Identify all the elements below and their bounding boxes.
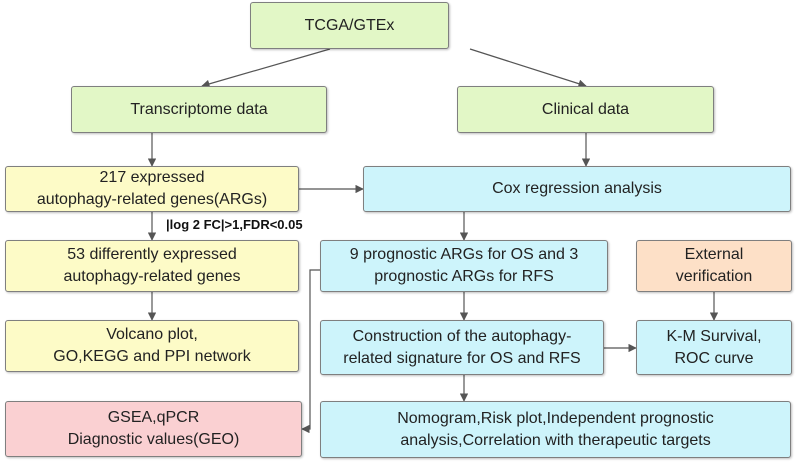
edge-label-threshold: |log 2 FC|>1,FDR<0.05 (166, 217, 303, 232)
node-gsea-line-1: GSEA,qPCR (107, 409, 200, 426)
edge-tcga-clinical (469, 48, 587, 88)
node-signature-line-1: Construction of the autophagy- (352, 327, 572, 345)
node-external-verification: External verification (636, 240, 792, 292)
node-gsea-qpcr: GSEA,qPCR Diagnostic values(GEO) (5, 401, 302, 457)
node-transcriptome-data: Transcriptome data (71, 86, 327, 133)
node-external-line-2: verification (675, 268, 753, 285)
node-transcriptome-line-1: Transcriptome data (130, 100, 268, 118)
node-external-line-1: External (684, 246, 744, 263)
node-217-args-line-2: autophagy-related genes(ARGs) (36, 191, 268, 208)
node-53-degs-line-2: autophagy-related genes (63, 268, 241, 285)
node-signature-construction: Construction of the autophagy- related s… (320, 320, 604, 375)
node-prognostic-args: 9 prognostic ARGs for OS and 3 prognosti… (320, 240, 608, 292)
node-prognostic-line-1: 9 prognostic ARGs for OS and 3 (349, 246, 579, 263)
node-km-survival: K-M Survival, ROC curve (636, 320, 792, 375)
node-nomogram-line-2: analysis,Correlation with therapeutic ta… (400, 431, 711, 449)
node-volcano-line-2: GO,KEGG and PPI network (53, 348, 251, 365)
node-clinical-line-1: Clinical data (541, 100, 630, 118)
node-tcga-line-1: TCGA/GTEx (304, 16, 395, 34)
node-signature-line-2: related signature for OS and RFS (343, 349, 581, 367)
node-tcga: TCGA/GTEx (250, 2, 449, 49)
node-km-line-1: K-M Survival, (666, 327, 762, 345)
node-km-line-2: ROC curve (674, 349, 754, 367)
node-53-degs-line-1: 53 differently expressed (67, 246, 237, 263)
node-cox-regression: Cox regression analysis (363, 166, 791, 212)
node-cox-line-1: Cox regression analysis (492, 180, 662, 197)
node-nomogram-line-1: Nomogram,Risk plot,Independent prognosti… (397, 409, 714, 427)
edge-tcga-transcriptome (201, 48, 331, 88)
node-gsea-line-2: Diagnostic values(GEO) (67, 431, 240, 448)
edge-prognostic9-gsea (301, 269, 320, 434)
node-217-args: 217 expressed autophagy-related genes(AR… (5, 166, 299, 212)
node-prognostic-line-2: prognostic ARGs for RFS (374, 268, 554, 285)
node-volcano-plot: Volcano plot, GO,KEGG and PPI network (5, 320, 299, 372)
node-clinical-data: Clinical data (457, 86, 714, 133)
node-217-args-line-1: 217 expressed (99, 169, 205, 186)
node-nomogram: Nomogram,Risk plot,Independent prognosti… (320, 401, 791, 458)
node-53-degs: 53 differently expressed autophagy-relat… (5, 240, 299, 292)
node-volcano-line-1: Volcano plot, (106, 326, 198, 343)
